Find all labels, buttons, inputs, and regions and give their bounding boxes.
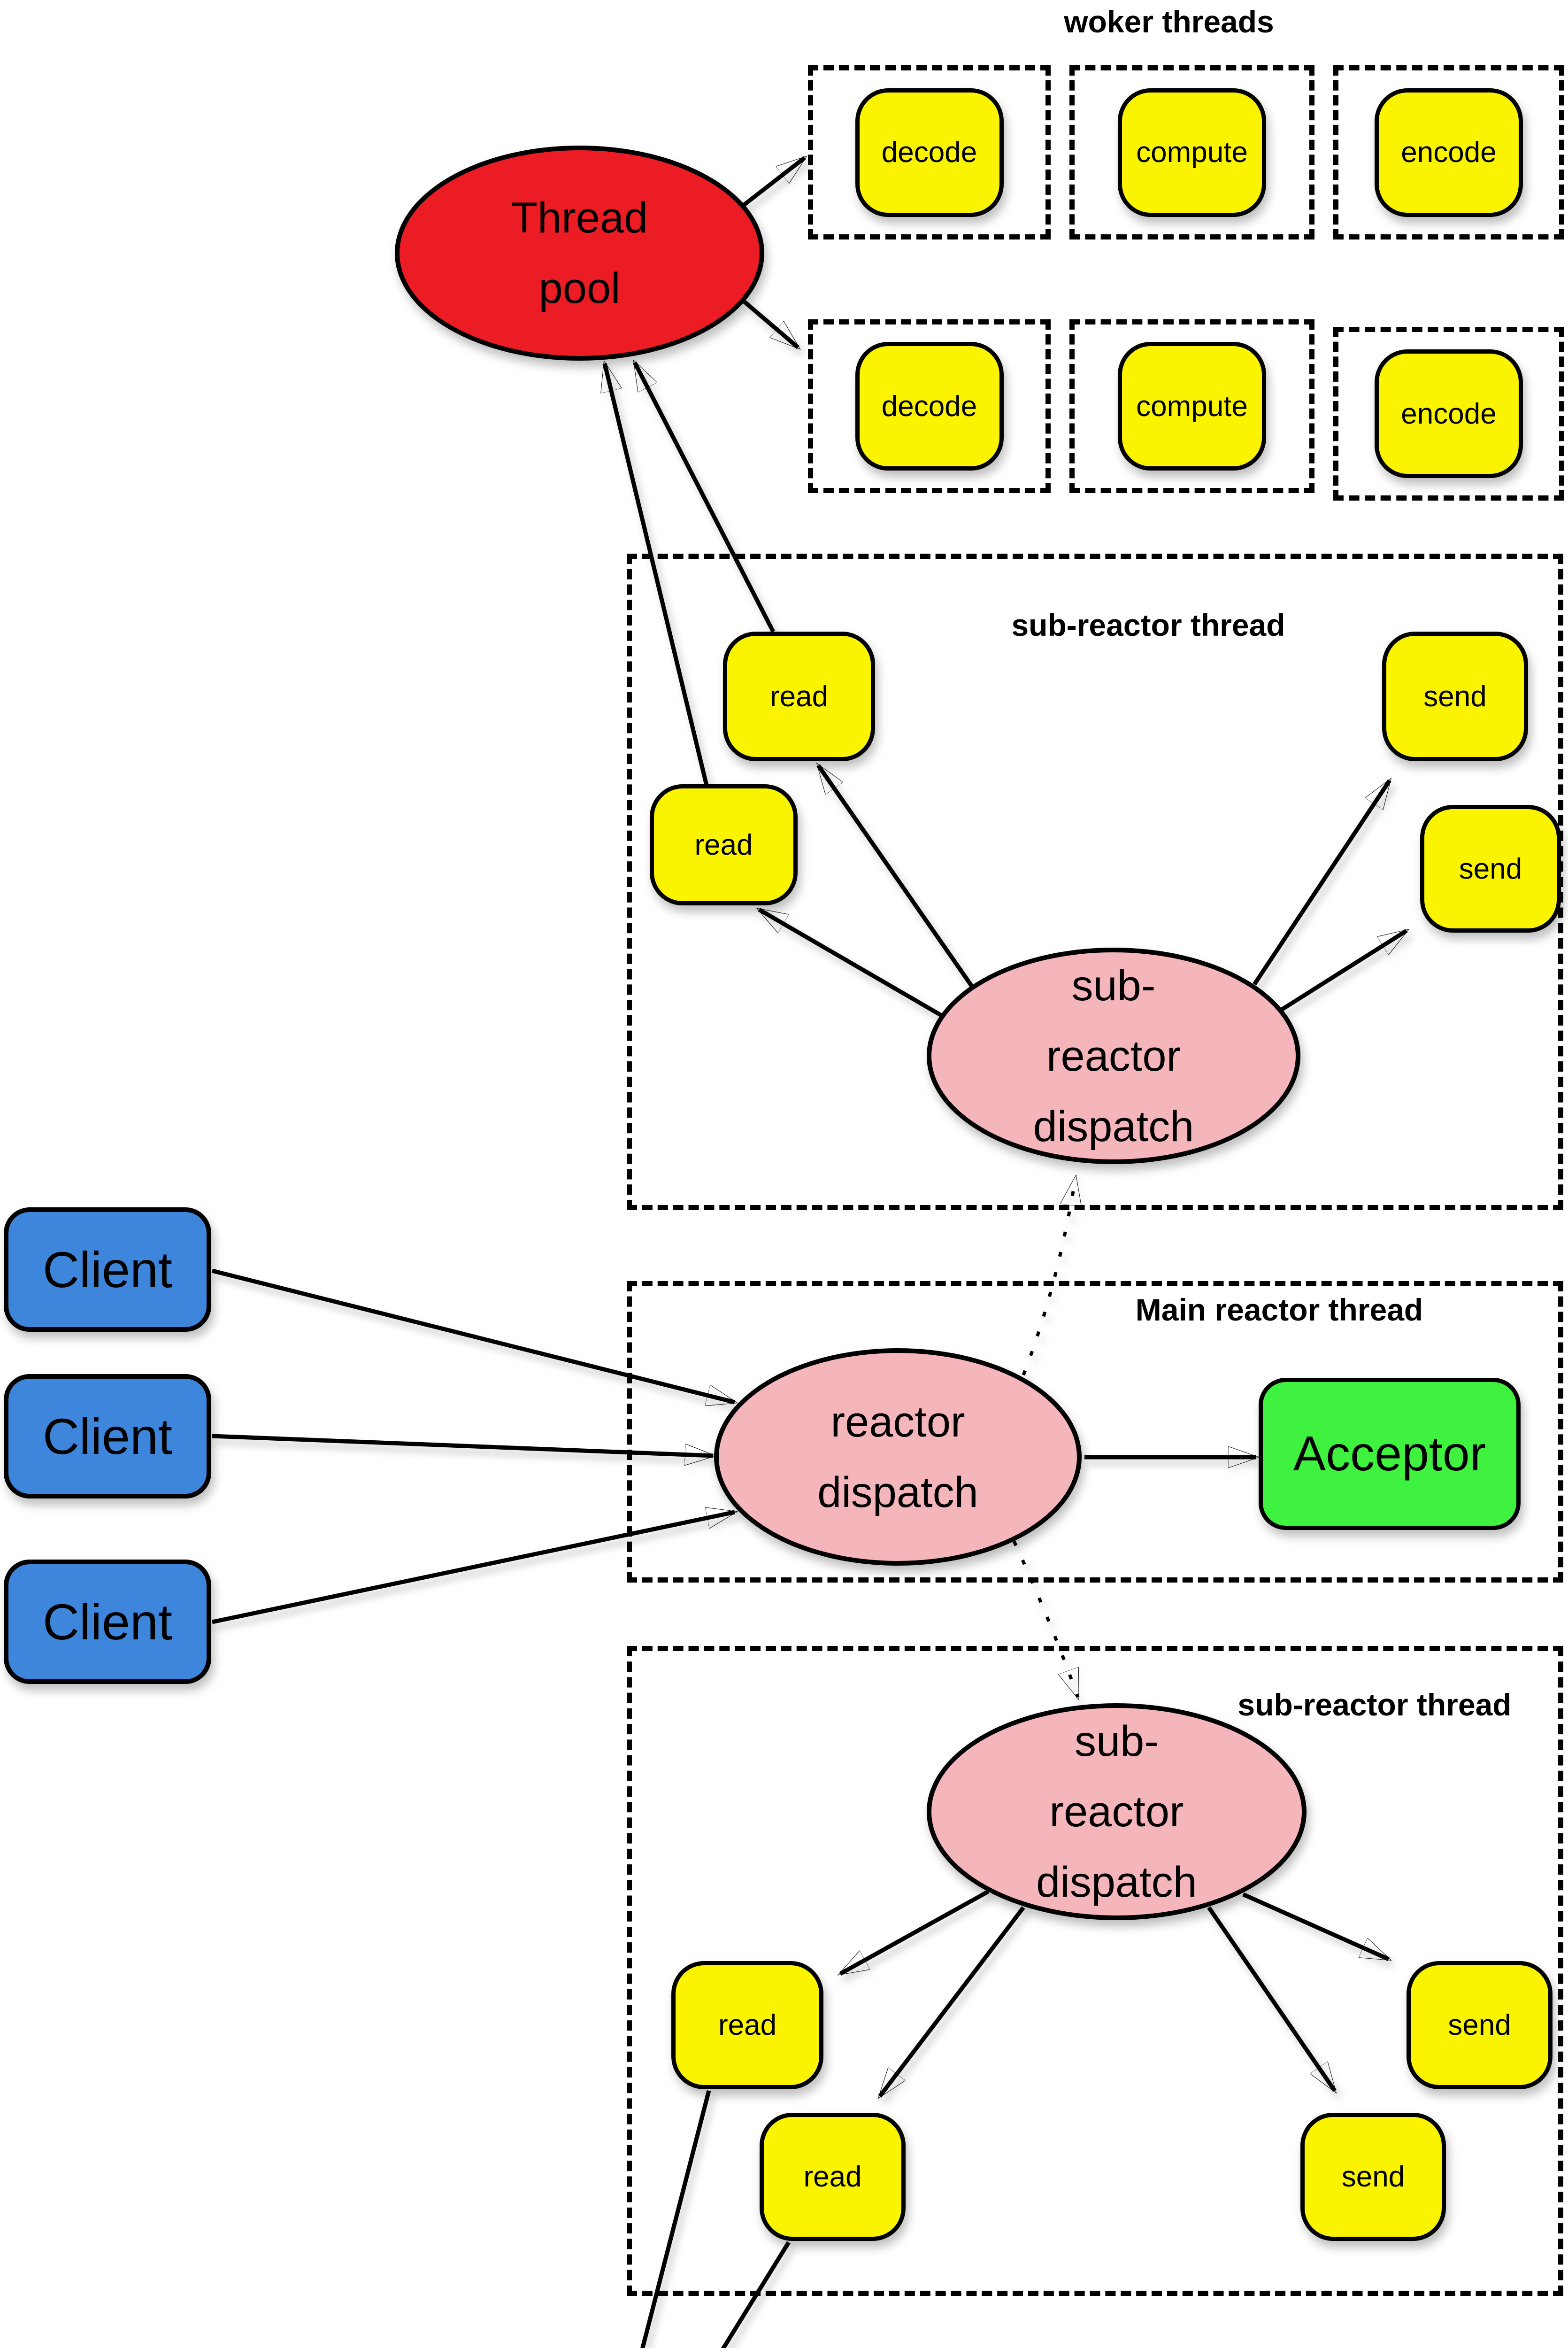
decode-node: decode bbox=[855, 88, 1004, 217]
client-label: Client bbox=[42, 1241, 173, 1298]
worker-cell: encode bbox=[1333, 327, 1564, 501]
send-node: send bbox=[1407, 1961, 1553, 2089]
arrow-subreactor-top-to-read1 bbox=[818, 765, 974, 988]
decode-node: decode bbox=[855, 342, 1004, 471]
sub-reactor-dispatch-line2: reactor bbox=[1049, 1788, 1184, 1836]
encode-node: encode bbox=[1375, 88, 1523, 217]
read-node: read bbox=[723, 632, 875, 761]
arrow-threadpool-top-to-worker-row2 bbox=[743, 300, 798, 348]
arrow-read2-to-threadpool-bottom bbox=[721, 2241, 791, 2348]
encode-label: encode bbox=[1401, 397, 1497, 430]
sub-reactor-thread-bottom-label: sub-reactor thread bbox=[1237, 1687, 1512, 1722]
arrow-client1-to-reactor bbox=[211, 1268, 735, 1402]
worker-threads-top-label: woker threads bbox=[1064, 4, 1274, 39]
worker-threads-bottom-label: woker threads bbox=[1039, 2342, 1249, 2348]
compute-label: compute bbox=[1136, 390, 1248, 423]
main-reactor-thread-container bbox=[627, 1281, 1563, 1583]
dotted-arrow-reactor-to-subreactor-bottom bbox=[1012, 1540, 1080, 1697]
reactor-dispatch-ellipse: reactor dispatch bbox=[714, 1348, 1082, 1566]
encode-label: encode bbox=[1401, 136, 1497, 169]
arrow-subreactor-top-to-send2 bbox=[1280, 931, 1407, 1012]
reactor-dispatch-line2: dispatch bbox=[817, 1468, 978, 1516]
thread-pool-top-ellipse: Thread pool bbox=[395, 146, 764, 361]
sub-reactor-dispatch-line3: dispatch bbox=[1033, 1102, 1194, 1151]
arrow-client2-to-reactor bbox=[212, 1434, 713, 1456]
thread-pool-label-line2: pool bbox=[538, 264, 621, 312]
arrow-subreactor-top-to-send1 bbox=[1253, 780, 1390, 986]
send-label: send bbox=[1423, 680, 1487, 713]
thread-pool-label-line1: Thread bbox=[511, 194, 648, 242]
send-node: send bbox=[1300, 2113, 1446, 2241]
client-node: Client bbox=[4, 1374, 211, 1498]
compute-node: compute bbox=[1118, 342, 1266, 471]
arrow-subreactor-bottom-to-read2 bbox=[880, 1906, 1025, 2096]
sub-reactor-dispatch-line2: reactor bbox=[1046, 1032, 1181, 1080]
arrow-client3-to-reactor bbox=[212, 1512, 735, 1624]
send-label: send bbox=[1448, 2009, 1511, 2041]
send-label: send bbox=[1341, 2161, 1405, 2193]
arrow-threadpool-top-to-worker-row1 bbox=[743, 158, 805, 207]
encode-node: encode bbox=[1375, 349, 1523, 478]
sub-reactor-thread-top-label: sub-reactor thread bbox=[1011, 608, 1285, 642]
arrow-read1-to-threadpool-top bbox=[632, 363, 776, 633]
compute-node: compute bbox=[1118, 88, 1266, 217]
dotted-arrow-reactor-to-subreactor-top bbox=[1022, 1178, 1076, 1376]
worker-cell: compute bbox=[1069, 319, 1314, 493]
worker-cell: compute bbox=[1069, 65, 1314, 239]
read-node: read bbox=[671, 1961, 823, 2089]
decode-label: decode bbox=[881, 390, 977, 423]
sub-reactor-dispatch-line1: sub- bbox=[1075, 1717, 1159, 1765]
acceptor-label: Acceptor bbox=[1293, 1426, 1486, 1481]
worker-cell: encode bbox=[1333, 65, 1564, 239]
sub-reactor-dispatch-top-ellipse: sub- reactor dispatch bbox=[927, 948, 1300, 1164]
arrow-read1-to-threadpool-bottom bbox=[640, 2090, 711, 2348]
arrow-subreactor-top-to-read2 bbox=[759, 908, 945, 1019]
main-reactor-thread-label: Main reactor thread bbox=[1135, 1292, 1423, 1327]
arrow-subreactor-bottom-to-send1 bbox=[1242, 1892, 1389, 1962]
reactor-dispatch-line1: reactor bbox=[830, 1398, 965, 1446]
decode-label: decode bbox=[881, 136, 977, 169]
sub-reactor-dispatch-bottom-ellipse: sub- reactor dispatch bbox=[927, 1703, 1307, 1920]
client-node: Client bbox=[4, 1207, 211, 1332]
read-label: read bbox=[694, 828, 753, 861]
read-node: read bbox=[760, 2113, 906, 2241]
arrow-subreactor-bottom-to-read1 bbox=[840, 1890, 990, 1976]
sub-reactor-dispatch-line3: dispatch bbox=[1036, 1858, 1197, 1906]
arrow-read2-to-threadpool-top bbox=[605, 363, 709, 786]
client-label: Client bbox=[42, 1593, 173, 1650]
read-label: read bbox=[803, 2161, 862, 2193]
read-label: read bbox=[718, 2009, 777, 2041]
client-label: Client bbox=[42, 1408, 173, 1465]
sub-reactor-thread-bottom-container bbox=[627, 1646, 1563, 2296]
send-node: send bbox=[1382, 632, 1528, 761]
send-label: send bbox=[1459, 852, 1522, 885]
client-node: Client bbox=[4, 1560, 211, 1684]
send-node: send bbox=[1420, 805, 1561, 933]
read-node: read bbox=[650, 784, 798, 905]
worker-cell: decode bbox=[808, 319, 1051, 493]
arrow-subreactor-bottom-to-send2 bbox=[1207, 1906, 1335, 2091]
acceptor-node: Acceptor bbox=[1259, 1378, 1521, 1530]
sub-reactor-dispatch-line1: sub- bbox=[1071, 961, 1156, 1010]
worker-cell: decode bbox=[808, 65, 1051, 239]
compute-label: compute bbox=[1136, 136, 1248, 169]
read-label: read bbox=[769, 680, 829, 713]
